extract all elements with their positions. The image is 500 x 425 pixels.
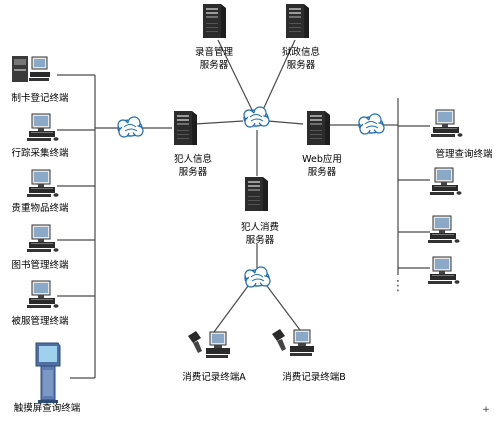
left-terminal-touch-query: 触摸屏查询终端 — [14, 342, 81, 414]
terminal-label: 被服管理终端 — [11, 315, 69, 327]
terminal-label: 行踪采集终端 — [11, 147, 69, 159]
left-terminal-bedding: 被服管理终端 — [11, 280, 69, 327]
page-marker: + — [482, 405, 490, 415]
network-cloud-right-icon — [358, 113, 385, 135]
left-terminal-card-registration: 制卡登记终端 — [11, 55, 69, 104]
server-icon — [307, 111, 330, 145]
touch-kiosk-icon — [35, 342, 61, 404]
card-printer-icon — [11, 55, 51, 83]
more-terminals-ellipsis: ⋮ — [391, 278, 405, 294]
right-terminal-3 — [427, 215, 460, 244]
network-cloud-bottom-icon — [244, 266, 271, 288]
recording-server: 录音管理 服务器 — [195, 4, 234, 71]
consumption-terminal-b: 消费记录终端B — [271, 328, 346, 383]
server-label: 录音管理 — [195, 46, 234, 58]
computer-icon — [427, 215, 460, 244]
server-icon — [174, 111, 197, 145]
terminal-label: 消费记录终端A — [182, 371, 246, 383]
connection-lines — [57, 39, 430, 379]
computer-icon — [427, 256, 460, 285]
terminal-label: 图书管理终端 — [11, 259, 69, 271]
card-reader-computer-icon — [187, 330, 231, 359]
consumption-terminal-a: 消费记录终端A — [182, 330, 246, 383]
terminal-label: 管理查询终端 — [435, 148, 493, 160]
server-icon — [286, 4, 309, 38]
server-label: 犯人消费 — [241, 221, 279, 233]
server-label: 犯人信息 — [174, 153, 212, 165]
terminal-label: 消费记录终端B — [282, 371, 346, 383]
server-label: 服务器 — [308, 166, 337, 178]
right-terminal-4 — [427, 256, 460, 285]
consumption-server: 犯人消费 服务器 — [241, 177, 279, 246]
inmate-info-server: 犯人信息 服务器 — [174, 111, 212, 178]
server-icon — [203, 4, 226, 38]
computer-icon — [430, 109, 463, 138]
server-label: 服务器 — [179, 166, 208, 178]
terminal-label: 贵重物品终端 — [11, 202, 69, 214]
card-reader-computer-icon — [271, 328, 315, 357]
right-terminal-management-query: 管理查询终端 — [430, 109, 493, 160]
server-label: Web应用 — [302, 153, 342, 165]
network-cloud-left-icon — [117, 116, 144, 138]
server-label: 狱政信息 — [282, 46, 320, 58]
server-icon — [245, 177, 268, 211]
web-app-server: Web应用 服务器 — [302, 111, 342, 178]
computer-icon — [26, 224, 59, 253]
computer-icon — [26, 280, 59, 309]
server-label: 服务器 — [287, 59, 316, 71]
right-terminal-2 — [429, 167, 462, 196]
computer-icon — [26, 169, 59, 198]
left-terminal-library: 图书管理终端 — [11, 224, 69, 271]
network-cloud-center-icon — [243, 106, 270, 128]
terminal-label: 触摸屏查询终端 — [14, 402, 81, 414]
server-label: 服务器 — [200, 59, 229, 71]
prison-info-server: 狱政信息 服务器 — [282, 4, 320, 71]
terminal-label: 制卡登记终端 — [11, 92, 69, 104]
computer-icon — [26, 113, 59, 142]
computer-icon — [429, 167, 462, 196]
left-terminal-valuables: 贵重物品终端 — [11, 169, 69, 214]
server-label: 服务器 — [246, 234, 275, 246]
left-terminal-track-collection: 行踪采集终端 — [11, 113, 69, 159]
